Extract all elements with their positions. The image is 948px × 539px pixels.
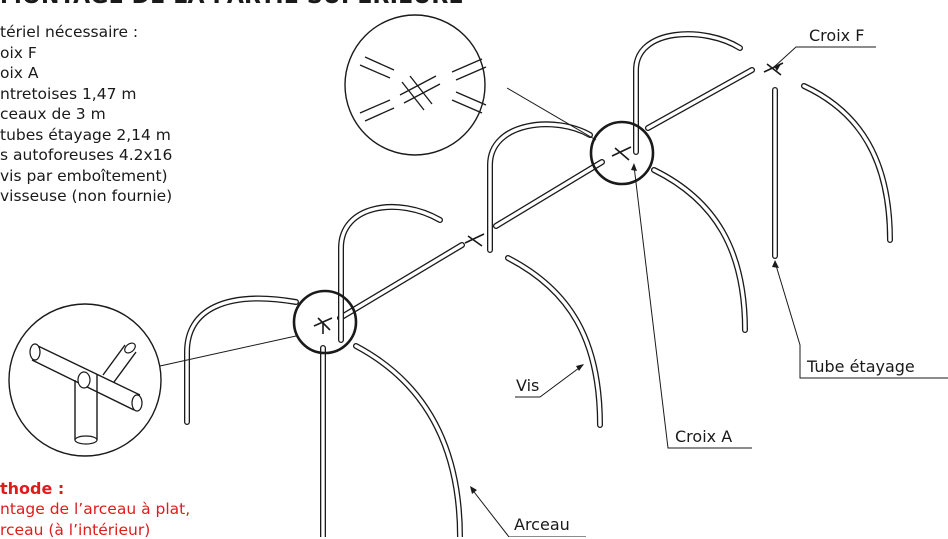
detail-bubble (8, 303, 162, 457)
detail-bubble (344, 14, 487, 156)
detail-ring (292, 289, 358, 355)
arch-tube (505, 255, 603, 428)
spacer-tube (337, 242, 465, 321)
materials-item: tubes étayage 2,14 m (0, 125, 171, 144)
materials-item: oix F (0, 43, 37, 62)
arch-tube (487, 121, 593, 253)
arch-tube (633, 31, 743, 155)
materials-item: oix A (0, 64, 39, 82)
materials-item: vis par emboîtement) (0, 166, 168, 185)
callout-leader (515, 364, 584, 398)
arch-tube (338, 204, 443, 343)
leader-line (506, 87, 597, 141)
arch-tube (801, 83, 893, 243)
label-vis: Vis (516, 376, 539, 395)
label-croix-a: Croix A (675, 427, 732, 446)
callout-leader (470, 487, 586, 537)
method-line: rceau (à l’intérieur) (0, 521, 151, 539)
spacer-tube (493, 159, 605, 229)
cross-f (464, 233, 485, 247)
arch-tube (651, 167, 748, 333)
materials-item: ntretoises 1,47 m (0, 84, 137, 103)
materials-item: ceaux de 3 m (0, 105, 106, 123)
arch-tube (353, 343, 463, 537)
spacer-tube (645, 67, 755, 131)
arch-tube (184, 295, 299, 425)
detail-ring (589, 120, 655, 186)
materials-list: tériel nécessaire : oix F oix A ntretois… (0, 22, 172, 207)
page-title: MONTAGE DE LA PARTIE SUPÉRIEURE (0, 0, 464, 9)
materials-item: visseuse (non fournie) (0, 187, 173, 205)
label-arceau: Arceau (514, 515, 570, 534)
label-croix-f: Croix F (809, 26, 864, 45)
label-tube-etayage: Tube étayage (806, 357, 915, 376)
callout-leader (773, 46, 876, 68)
callout-leader (633, 165, 752, 449)
method-title: thode : (0, 479, 65, 498)
leader-line (159, 335, 297, 367)
materials-item: tériel nécessaire : (0, 23, 139, 41)
cross-a (313, 317, 333, 334)
callout-leader (774, 261, 948, 379)
materials-item: s autoforeuses 4.2x16 (0, 146, 173, 164)
method-line: ntage de l’arceau à plat, (0, 500, 191, 518)
cross-a (611, 146, 632, 161)
